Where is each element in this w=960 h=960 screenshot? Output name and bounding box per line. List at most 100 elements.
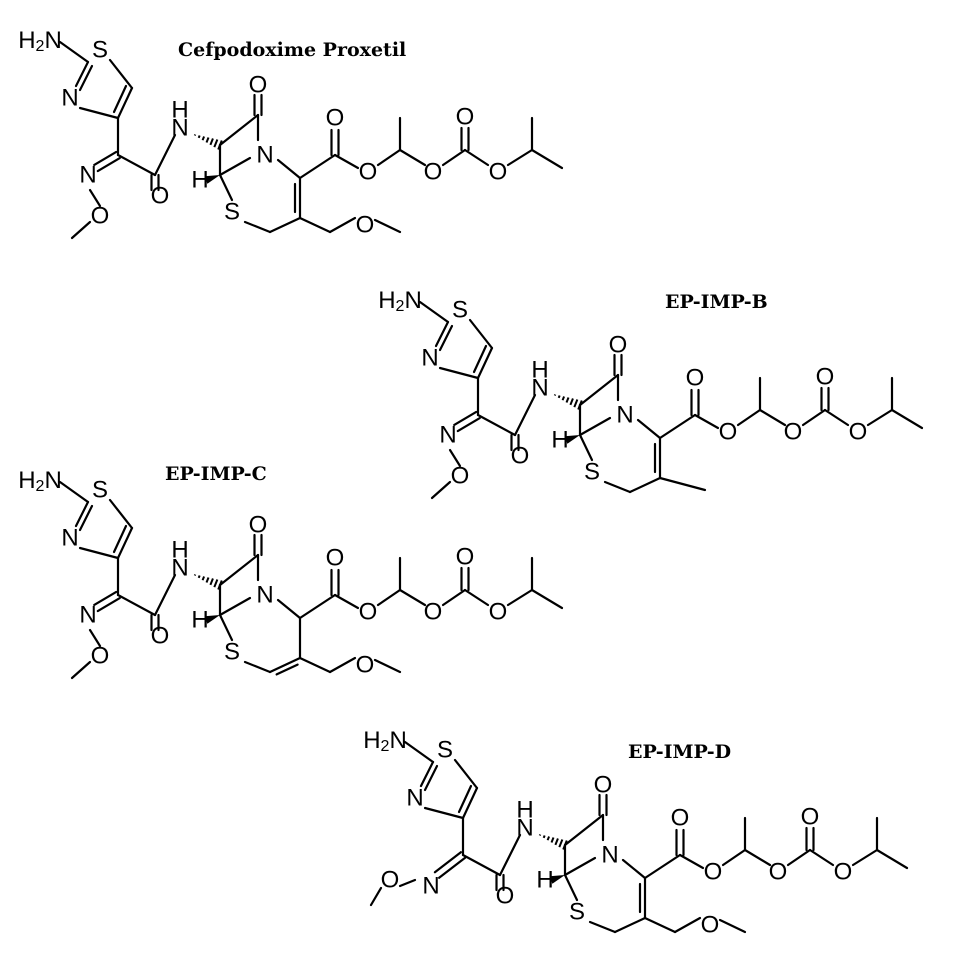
compound-name: EP-IMP-D bbox=[628, 741, 731, 763]
lactam-c7-c8 bbox=[218, 553, 260, 587]
lactam-oxygen: O bbox=[594, 772, 613, 799]
thiazole-c5-c4 bbox=[116, 86, 134, 120]
amide-h: H bbox=[171, 97, 188, 124]
c7-stereo-bond bbox=[193, 574, 223, 590]
carbonate-carbonyl-oxygen: O bbox=[456, 104, 475, 131]
lactam-c6-n bbox=[218, 156, 252, 177]
amine-subscript: 2 bbox=[381, 738, 390, 755]
amide-oxygen: O bbox=[511, 443, 530, 470]
n-c4-bond bbox=[621, 858, 647, 880]
oxime-methyl bbox=[70, 660, 92, 680]
oxime-nitrogen: N bbox=[79, 602, 96, 629]
amide-c-n bbox=[498, 833, 522, 877]
ester-carbonyl-oxygen: O bbox=[671, 805, 690, 832]
ether-oxygen: O bbox=[356, 652, 375, 679]
oxime-double-bond bbox=[453, 410, 478, 427]
thiazine-c2-c3-double-second bbox=[275, 663, 299, 676]
thiazole-n3-c4 bbox=[423, 806, 465, 820]
thiazine-sulfur: S bbox=[224, 199, 240, 226]
lactam-c7-c8 bbox=[578, 373, 620, 407]
thiazole-nitrogen: N bbox=[406, 785, 423, 812]
thiazole-sulfur: S bbox=[92, 37, 108, 64]
thiazole-c2-n3 bbox=[74, 500, 90, 528]
n-c4-bond bbox=[276, 158, 302, 180]
ester-o-ch bbox=[721, 848, 747, 867]
c3-methylene bbox=[298, 656, 332, 674]
thiazole-sulfur: S bbox=[452, 297, 468, 324]
c4-to-ester-carbon bbox=[643, 853, 682, 880]
carbonate-oxygen-2: O bbox=[849, 419, 868, 446]
isopropyl-methyl-2 bbox=[890, 408, 924, 430]
ch-o bbox=[743, 848, 772, 867]
lactam-c6-n bbox=[563, 856, 597, 877]
amine-subscript: 2 bbox=[396, 298, 405, 315]
carbonate-carbonyl-oxygen: O bbox=[456, 544, 475, 571]
carbonate-oxygen-1: O bbox=[769, 859, 788, 886]
amine-bond bbox=[418, 300, 450, 324]
thiazine-sulfur: S bbox=[224, 639, 240, 666]
thiazole-sulfur: S bbox=[92, 477, 108, 504]
thiazole-s-c5 bbox=[108, 498, 134, 530]
c3-methylene bbox=[298, 216, 332, 234]
ester-c-o bbox=[333, 153, 360, 170]
oxime-oxygen: O bbox=[451, 463, 470, 490]
c7-stereo-bond bbox=[193, 134, 223, 150]
compound-name: EP-IMP-C bbox=[165, 463, 267, 485]
ester-carbonyl-oxygen: O bbox=[686, 365, 705, 392]
n-c4-bond bbox=[636, 418, 662, 440]
oxime-methyl bbox=[369, 886, 383, 907]
ether-methyl bbox=[373, 658, 402, 674]
ether-methyl bbox=[718, 918, 747, 934]
thiazine-sulfur: S bbox=[569, 899, 585, 926]
lactam-nitrogen: N bbox=[601, 842, 618, 869]
lactam-nitrogen: N bbox=[256, 142, 273, 169]
n-c4-bond bbox=[276, 598, 302, 620]
thiazole-c2-n3 bbox=[419, 760, 435, 788]
c6-hydrogen: H bbox=[536, 867, 553, 894]
oxime-n-o bbox=[88, 628, 102, 648]
oxime-oxygen: O bbox=[91, 643, 110, 670]
ester-c-o bbox=[693, 413, 720, 430]
ether-oxygen: O bbox=[701, 912, 720, 939]
thiazine-s-c2 bbox=[588, 920, 617, 934]
lactam-nitrogen: N bbox=[616, 402, 633, 429]
amide-h: H bbox=[531, 357, 548, 384]
thiazole-c5-c4-second bbox=[472, 344, 488, 374]
amide-oxygen: O bbox=[496, 883, 515, 910]
thiazole-c5-c4-second bbox=[457, 784, 473, 814]
amide-nitrogen: N bbox=[516, 815, 533, 842]
oxime-carbon-to-amide bbox=[116, 593, 157, 617]
carbonate-c-o bbox=[808, 848, 835, 867]
amide-nitrogen: N bbox=[531, 375, 548, 402]
carbonate-oxygen-1: O bbox=[784, 419, 803, 446]
c6-s-bond bbox=[563, 873, 579, 902]
c3-ch2-o bbox=[673, 916, 702, 934]
c4-to-ester-carbon bbox=[298, 153, 337, 180]
ch-o bbox=[398, 148, 427, 167]
c3-methylene bbox=[643, 916, 677, 934]
thiazole-c2-n3-second bbox=[78, 64, 94, 92]
oxime-double-bond bbox=[433, 851, 462, 874]
carbonate-carbonyl-oxygen: O bbox=[801, 804, 820, 831]
thiazole-n3-c4 bbox=[78, 106, 120, 120]
compound-name: EP-IMP-B bbox=[665, 291, 768, 313]
thiazole-nitrogen: N bbox=[61, 85, 78, 112]
amide-nitrogen: N bbox=[171, 115, 188, 142]
isopropyl-methyl-2 bbox=[530, 148, 564, 170]
ester-oxygen: O bbox=[719, 419, 738, 446]
amide-oxygen: O bbox=[151, 623, 170, 650]
oxime-carbon-to-amide bbox=[116, 153, 157, 177]
oxime-double-bond-second bbox=[96, 596, 121, 613]
c7-stereo-bond bbox=[553, 394, 583, 410]
lactam-oxygen: O bbox=[249, 72, 268, 99]
thiazole-c2-n3-second bbox=[78, 504, 94, 532]
amine-h: H bbox=[378, 287, 395, 314]
oxime-n-o bbox=[88, 188, 102, 208]
amine-bond bbox=[403, 740, 435, 764]
thiazole-nitrogen: N bbox=[421, 345, 438, 372]
c6-hydrogen: H bbox=[551, 427, 568, 454]
thiazole-n3-c4 bbox=[438, 366, 480, 380]
carbonate-oxygen-1: O bbox=[424, 599, 443, 626]
amine-n: N bbox=[404, 287, 421, 314]
